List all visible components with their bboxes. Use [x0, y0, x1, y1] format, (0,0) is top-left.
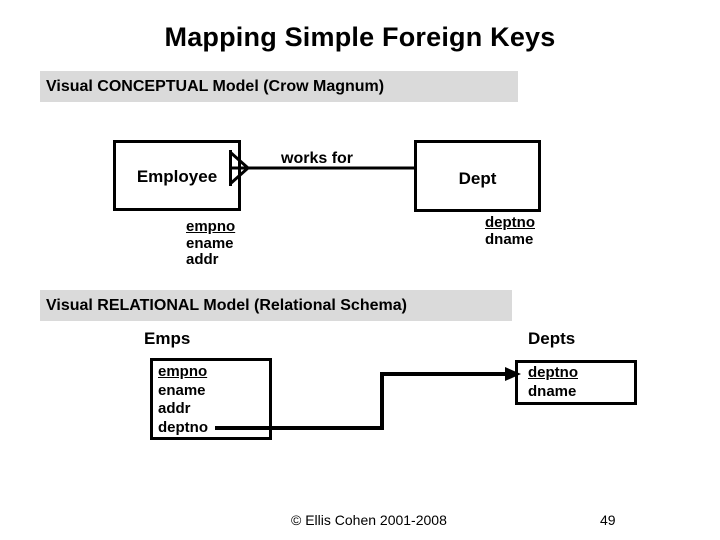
- column-addr: addr: [158, 400, 191, 417]
- column-ename: ename: [158, 381, 206, 399]
- attribute-ename: ename: [186, 234, 234, 252]
- attribute-deptno: deptno: [485, 214, 535, 231]
- attribute-addr: addr: [186, 251, 219, 268]
- column-dname: dname: [528, 382, 577, 400]
- foreign-key-arrow-icon: [215, 367, 521, 430]
- column-deptno-fk: deptno: [158, 418, 208, 436]
- section-header-relational: Visual RELATIONAL Model (Relational Sche…: [40, 290, 512, 321]
- page-title: Mapping Simple Foreign Keys: [164, 22, 556, 52]
- attribute-list-dept: deptno dname: [485, 214, 535, 248]
- footer-copyright: © Ellis Cohen 2001-2008: [291, 512, 447, 528]
- crows-foot-connector-icon: [229, 150, 417, 186]
- table-box-depts: [515, 360, 637, 405]
- column-deptno-pk: deptno: [528, 364, 578, 381]
- entity-name-employee: Employee: [136, 167, 218, 186]
- table-name-depts: Depts: [528, 329, 576, 348]
- relationship-label-works-for: works for: [281, 150, 354, 167]
- column-empno: empno: [158, 363, 208, 380]
- attribute-empno: empno: [186, 218, 236, 235]
- entity-box-dept: Dept: [414, 140, 541, 212]
- table-name-emps: Emps: [144, 329, 191, 348]
- column-list-emps: empno ename addr deptno: [158, 363, 208, 437]
- entity-name-dept: Dept: [458, 169, 497, 188]
- attribute-list-employee: empno ename addr: [186, 218, 236, 269]
- attribute-dname: dname: [485, 230, 534, 248]
- entity-box-employee: Employee: [113, 140, 241, 211]
- column-list-depts: deptno dname: [528, 364, 578, 401]
- section-header-conceptual: Visual CONCEPTUAL Model (Crow Magnum): [40, 71, 518, 102]
- footer-page-number: 49: [600, 512, 616, 528]
